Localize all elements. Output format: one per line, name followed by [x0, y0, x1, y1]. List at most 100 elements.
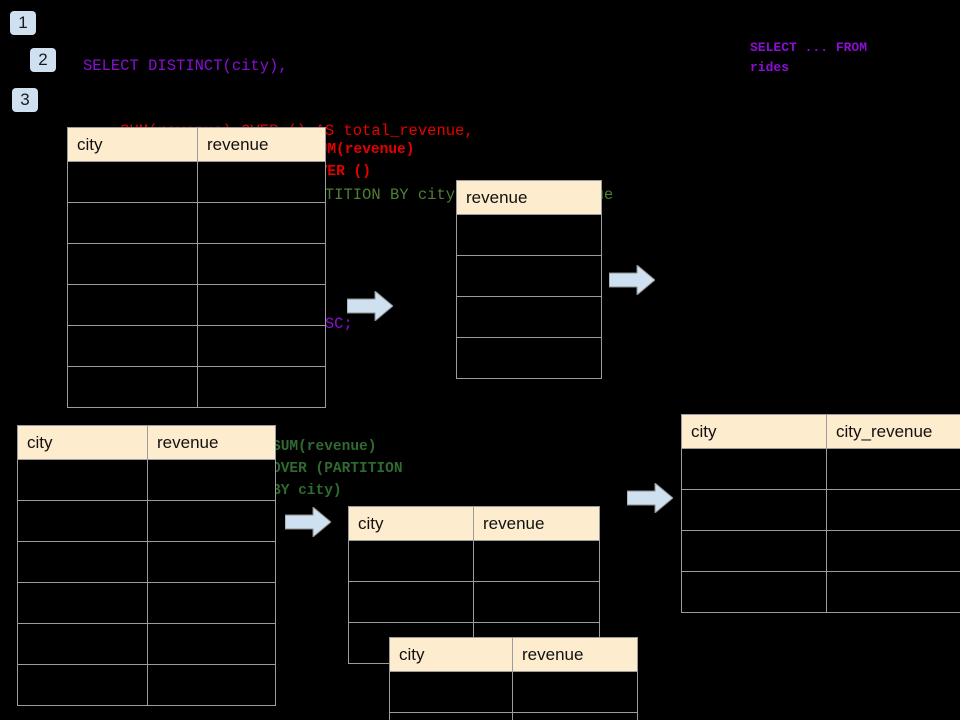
column-header-city: city	[67, 127, 198, 162]
cell-city	[67, 284, 198, 326]
cell-city	[17, 582, 148, 624]
step-badge-1: 1	[10, 11, 36, 35]
table-row	[681, 489, 960, 531]
annotation-select-from-rides: SELECT ... FROM rides	[750, 40, 868, 75]
table-row	[67, 284, 326, 326]
column-header-city: city	[17, 425, 148, 460]
step-badge-2: 2	[30, 48, 56, 72]
arrow-right-2	[608, 263, 656, 300]
column-header-revenue: revenue	[473, 506, 600, 541]
cell-revenue	[512, 671, 638, 713]
cell-city	[67, 202, 198, 244]
cell-city	[389, 712, 513, 720]
cell-revenue	[147, 459, 276, 501]
cell-city	[681, 530, 827, 572]
cell-city	[681, 489, 827, 531]
table-row	[67, 325, 326, 367]
cell-city	[67, 161, 198, 203]
cell-revenue	[456, 296, 602, 338]
table-row	[67, 161, 326, 203]
table-row	[389, 712, 638, 720]
cell-city	[67, 325, 198, 367]
arrow-right-icon	[346, 289, 394, 323]
table-row	[681, 448, 960, 490]
column-header-revenue: revenue	[456, 180, 602, 215]
cell-city	[348, 540, 474, 582]
table-row	[389, 671, 638, 713]
arrow-right-4	[626, 481, 674, 518]
cell-revenue	[456, 214, 602, 256]
column-header-city-revenue: city_revenue	[826, 414, 960, 449]
cell-city	[681, 571, 827, 613]
table-header-row: city revenue	[348, 506, 600, 541]
cell-city	[348, 581, 474, 623]
cell-city-revenue	[826, 448, 960, 490]
table-row	[348, 540, 600, 582]
table-row	[67, 243, 326, 285]
cell-city	[17, 500, 148, 542]
cell-revenue	[197, 284, 326, 326]
cell-revenue	[456, 337, 602, 379]
table-row	[17, 500, 276, 542]
table-rides-bottom: city revenue	[17, 425, 276, 706]
step-badge-3: 3	[12, 88, 38, 112]
cell-revenue	[473, 581, 600, 623]
cell-city-revenue	[826, 571, 960, 613]
table-row	[348, 581, 600, 623]
column-header-city: city	[389, 637, 513, 672]
table-header-row: city city_revenue	[681, 414, 960, 449]
cell-city	[17, 664, 148, 706]
arrow-right-1	[346, 289, 394, 326]
table-row	[456, 296, 602, 338]
table-header-row: city revenue	[67, 127, 326, 162]
cell-city	[67, 243, 198, 285]
cell-revenue	[197, 325, 326, 367]
cell-revenue	[197, 243, 326, 285]
table-row	[17, 623, 276, 665]
annotation-sum-over-partition: SUM(revenue) OVER (PARTITION BY city)	[272, 439, 403, 499]
cell-revenue	[147, 582, 276, 624]
arrow-right-icon	[608, 263, 656, 297]
column-header-city: city	[681, 414, 827, 449]
arrow-right-icon	[626, 481, 674, 515]
cell-city	[17, 459, 148, 501]
table-partition-b: city revenue	[389, 637, 638, 720]
table-row	[67, 202, 326, 244]
table-row	[17, 541, 276, 583]
column-header-revenue: revenue	[197, 127, 326, 162]
table-row	[67, 366, 326, 408]
cell-city	[681, 448, 827, 490]
table-header-row: city revenue	[389, 637, 638, 672]
table-header-row: city revenue	[17, 425, 276, 460]
cell-city	[67, 366, 198, 408]
cell-revenue	[197, 161, 326, 203]
table-row	[456, 337, 602, 379]
table-row	[456, 214, 602, 256]
arrow-right-3	[284, 505, 332, 542]
table-result: city city_revenue	[681, 414, 960, 613]
cell-city	[17, 623, 148, 665]
arrow-right-icon	[284, 505, 332, 539]
table-row	[17, 582, 276, 624]
cell-revenue	[456, 255, 602, 297]
cell-revenue	[197, 366, 326, 408]
sql-line-select: SELECT DISTINCT(city),	[83, 57, 288, 75]
cell-city	[17, 541, 148, 583]
table-row	[681, 530, 960, 572]
table-row	[681, 571, 960, 613]
cell-city-revenue	[826, 530, 960, 572]
table-row	[17, 459, 276, 501]
column-header-revenue: revenue	[147, 425, 276, 460]
column-header-revenue: revenue	[512, 637, 638, 672]
table-header-row: revenue	[456, 180, 602, 215]
cell-revenue	[473, 540, 600, 582]
cell-revenue	[147, 500, 276, 542]
table-row	[456, 255, 602, 297]
table-total-revenue: revenue	[456, 180, 602, 379]
cell-revenue	[147, 664, 276, 706]
cell-revenue	[147, 541, 276, 583]
cell-revenue	[147, 623, 276, 665]
cell-revenue	[197, 202, 326, 244]
cell-city-revenue	[826, 489, 960, 531]
